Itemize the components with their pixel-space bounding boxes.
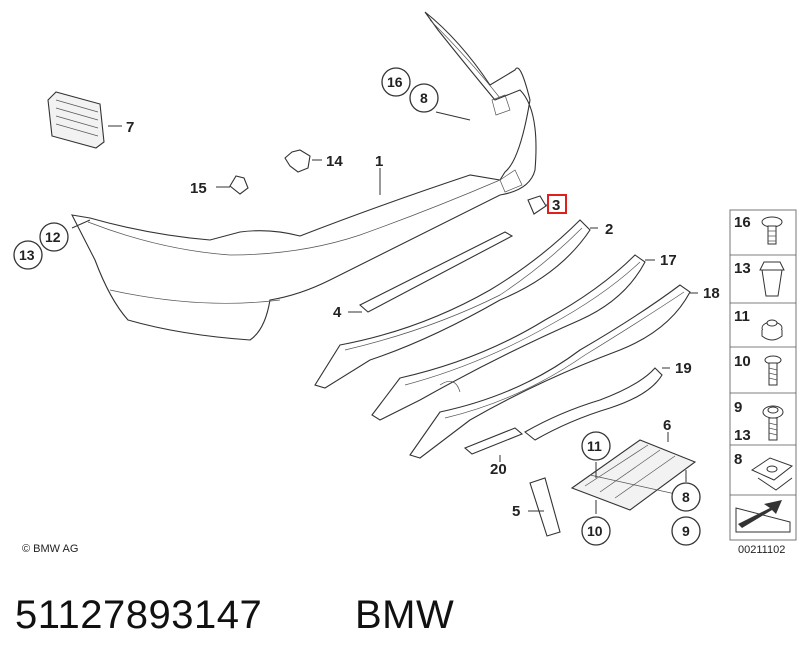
- bracket-5-part: [529, 477, 561, 537]
- part-number: 51127893147: [15, 593, 262, 637]
- callout-labels: 7 14 15 1 4 2 17 18 19 20 5 6: [126, 119, 720, 520]
- leader-lines: [71, 111, 698, 514]
- callout-7: 7: [126, 119, 134, 136]
- callout-9-circle: 9: [682, 523, 690, 539]
- side-item-label-8: 8: [734, 451, 742, 468]
- callout-2: 2: [605, 221, 613, 238]
- callout-18: 18: [703, 285, 720, 302]
- callout-5: 5: [512, 503, 520, 520]
- callout-13-circle: 13: [19, 247, 35, 263]
- callout-16-circle: 16: [387, 74, 403, 90]
- side-item-label-9: 9: [734, 399, 742, 416]
- callout-15: 15: [190, 180, 207, 197]
- clip-14-part: [284, 149, 311, 173]
- expanding-nut-icon: [759, 261, 785, 297]
- callout-3-highlight: 3: [547, 194, 567, 214]
- callout-12-circle: 12: [45, 229, 61, 245]
- cover-19-part: [524, 367, 663, 441]
- callout-19: 19: [675, 360, 692, 377]
- diagram-code: 00211102: [738, 544, 785, 556]
- diffuser-17-part: [371, 254, 646, 421]
- callout-20: 20: [490, 461, 507, 478]
- arrow-icon: [735, 500, 791, 533]
- bracket-3-part: [527, 195, 547, 215]
- side-item-label-16: 16: [734, 214, 751, 231]
- bumper-cover-part: [71, 11, 537, 341]
- callout-10-circle: 10: [587, 523, 603, 539]
- copyright: © BMW AG: [22, 543, 78, 555]
- clip-15-part: [229, 175, 249, 195]
- callout-14: 14: [326, 153, 343, 170]
- side-item-label-13: 13: [734, 260, 751, 277]
- circled-callouts: 16 8 12 13 11 10 8 9: [13, 67, 701, 546]
- callout-3: 3: [552, 197, 560, 214]
- callout-6: 6: [663, 417, 671, 434]
- brand-name: BMW: [355, 593, 454, 637]
- diffuser-2-part: [314, 219, 591, 389]
- diffuser-18-part: [409, 284, 691, 459]
- fastener-panel: 16 13 11 10 9 13: [729, 209, 797, 556]
- side-item-label-11: 11: [734, 308, 750, 325]
- clip-nut-icon: [750, 457, 794, 491]
- callout-11-circle: 11: [587, 438, 602, 454]
- side-item-label-13b: 13: [734, 427, 751, 444]
- callout-8b-circle: 8: [682, 489, 690, 505]
- callout-4: 4: [333, 304, 342, 321]
- callout-17: 17: [660, 252, 677, 269]
- washer-screw-icon: [762, 405, 784, 441]
- underbody-panel-6-part: [570, 439, 697, 511]
- strip-20-part: [463, 427, 524, 455]
- trim-strip-4-part: [359, 231, 514, 313]
- hex-nut-icon: [761, 319, 783, 341]
- vent-grille-part: [47, 91, 105, 149]
- push-rivet-icon: [761, 216, 783, 245]
- callout-1: 1: [375, 153, 383, 170]
- callout-8-circle: 8: [420, 90, 428, 106]
- side-item-label-10: 10: [734, 353, 751, 370]
- screw-icon: [764, 355, 782, 386]
